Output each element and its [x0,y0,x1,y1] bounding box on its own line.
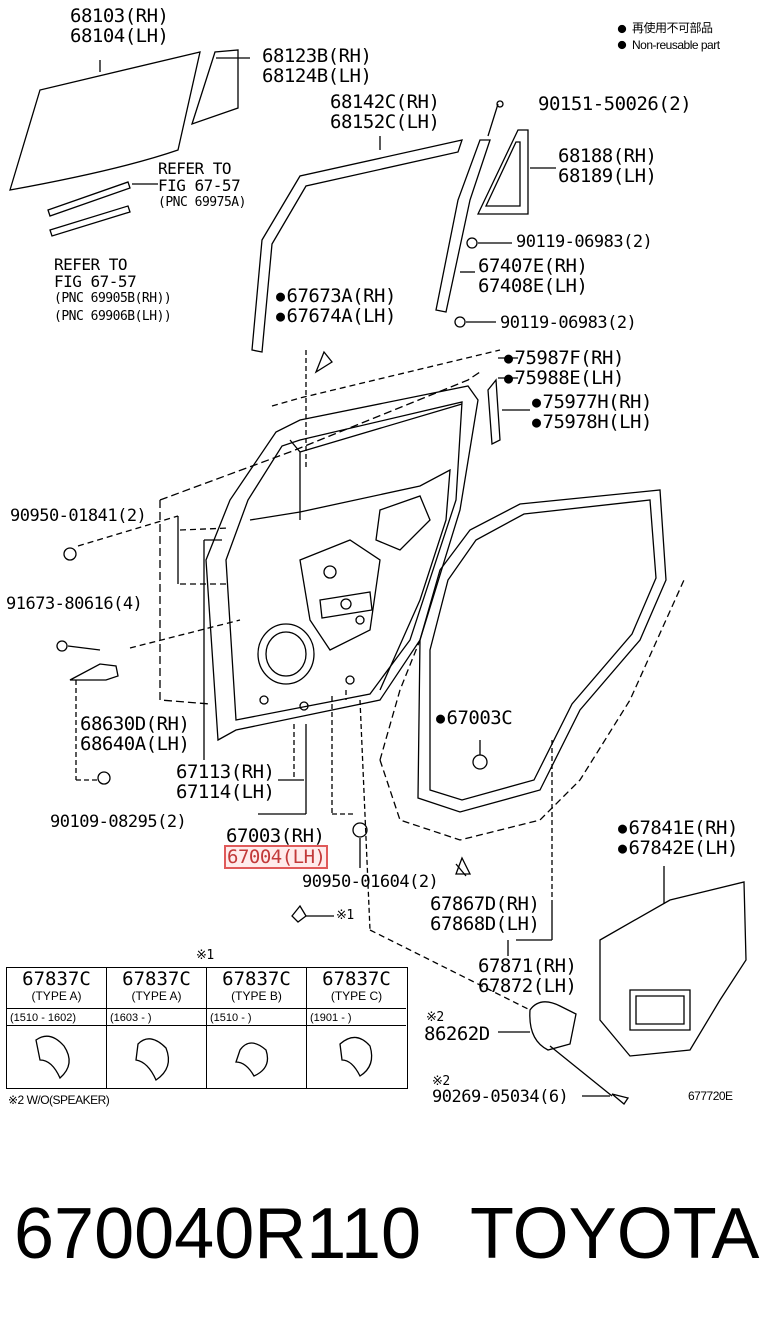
label-68142[interactable]: 68142C(RH) [330,91,440,113]
label-67004-highlighted[interactable]: 67004(LH) [224,845,329,869]
clip-part[interactable]: 67837C [222,968,291,990]
door-panel [205,385,479,742]
label-75988[interactable]: 75988E(LH) [504,368,625,389]
clip-col-4: 67837C (TYPE C) (1901 - ) [307,968,406,1088]
label-86262[interactable]: 86262D [424,1023,490,1045]
label-67407[interactable]: 67407E(RH) [478,255,588,277]
label-67408[interactable]: 67408E(LH) [478,275,588,297]
clip-part[interactable]: 67837C [22,968,91,990]
label-67003[interactable]: 67003(RH) [226,825,325,847]
label-67114[interactable]: 67114(LH) [176,781,275,803]
label-90151[interactable]: 90151-50026(2) [538,93,692,115]
clip-type: (TYPE A) [131,989,182,1003]
label-67842[interactable]: 67842E(LH) [618,838,739,859]
door-weatherstrip [417,489,667,813]
footer-part-number: 670040R110 [14,1194,422,1274]
belt-moulding-inner [49,205,131,237]
clip-range: (1603 - ) [107,1008,206,1026]
clip-type: (TYPE C) [330,989,383,1003]
note-x1-clip: ※1 [336,908,354,923]
clip-col-1: 67837C (TYPE A) (1510 - 1602) [7,968,107,1088]
label-91673[interactable]: 91673-80616(4) [6,594,143,614]
legend-non-reusable-en: Non-reusable part [632,38,720,52]
label-67867[interactable]: 67867D(RH) [430,893,540,915]
footer-caption: 670040R110 TOYOTA [14,1192,759,1276]
note-x2-screw: ※2 [432,1074,450,1089]
refer-pnc-1: (PNC 69975A) [158,195,246,210]
clip-range: (1510 - 1602) [7,1008,106,1026]
quarter-window [476,129,529,215]
label-90269[interactable]: 90269-05034(6) [432,1087,569,1107]
speaker-opening [257,623,315,685]
label-68152[interactable]: 68152C(LH) [330,111,440,133]
note-x1-table: ※1 [196,948,214,963]
label-75977[interactable]: 75977H(RH) [532,392,653,413]
label-67673[interactable]: 67673A(RH) [276,286,397,307]
speaker [529,1001,577,1051]
clip-range: (1510 - ) [207,1008,306,1026]
label-68104[interactable]: 68104(LH) [70,25,169,47]
trim-panel [599,881,747,1057]
label-67674[interactable]: 67674A(LH) [276,306,397,327]
refer-to-2[interactable]: REFER TO [54,255,128,274]
label-75987[interactable]: 75987F(RH) [504,348,625,369]
label-90950-01841[interactable]: 90950-01841(2) [10,506,147,526]
refer-fig-2[interactable]: FIG 67-57 [54,272,137,291]
exploded-door-diagram [9,24,747,1105]
label-90119-upper[interactable]: 90119-06983(2) [516,232,653,252]
legend-non-reusable-jp: 再使用不可部品 [632,21,713,35]
label-67868[interactable]: 67868D(LH) [430,913,540,935]
label-75978[interactable]: 75978H(LH) [532,412,653,433]
door-glass [9,51,201,191]
clip-part[interactable]: 67837C [322,968,391,990]
note-without-speaker: ※2 W/O(SPEAKER) [8,1093,110,1107]
label-67871[interactable]: 67871(RH) [478,955,577,977]
label-68630[interactable]: 68630D(RH) [80,713,190,735]
label-67113[interactable]: 67113(RH) [176,761,275,783]
label-67872[interactable]: 67872(LH) [478,975,577,997]
label-68640[interactable]: 68640A(LH) [80,733,190,755]
footer-brand: TOYOTA [470,1194,760,1274]
refer-pnc-2a: (PNC 69905B(RH)) [54,291,172,306]
door-trim-outline [379,579,685,841]
quarter-glass [190,49,239,126]
label-90109[interactable]: 90109-08295(2) [50,812,187,832]
refer-to-1[interactable]: REFER TO [158,159,232,178]
clip-type-table: 67837C (TYPE A) (1510 - 1602) 67837C (TY… [6,967,408,1089]
refer-fig-1[interactable]: FIG 67-57 [158,176,241,195]
clip-col-2: 67837C (TYPE A) (1603 - ) [107,968,207,1088]
label-68188[interactable]: 68188(RH) [558,145,657,167]
clip-type: (TYPE B) [231,989,282,1003]
note-x2-speaker: ※2 [426,1010,444,1025]
division-bar [435,139,491,313]
label-67841[interactable]: 67841E(RH) [618,818,739,839]
label-68103[interactable]: 68103(RH) [70,5,169,27]
clip-range: (1901 - ) [307,1008,406,1026]
label-68124[interactable]: 68124B(LH) [262,65,372,87]
clip-part[interactable]: 67837C [122,968,191,990]
figure-number: 677720E [688,1089,733,1103]
belt-moulding-outer [47,181,131,217]
clip-col-3: 67837C (TYPE B) (1510 - ) [207,968,307,1088]
glass-run [251,139,463,353]
refer-pnc-2b: (PNC 69906B(LH)) [54,309,172,324]
label-68189[interactable]: 68189(LH) [558,165,657,187]
label-67003c[interactable]: 67003C [436,708,513,729]
label-68123[interactable]: 68123B(RH) [262,45,372,67]
label-90950-01604[interactable]: 90950-01604(2) [302,872,439,892]
label-90119-lower[interactable]: 90119-06983(2) [500,313,637,333]
door-outer-outline [159,371,481,705]
clip-type: (TYPE A) [31,989,82,1003]
